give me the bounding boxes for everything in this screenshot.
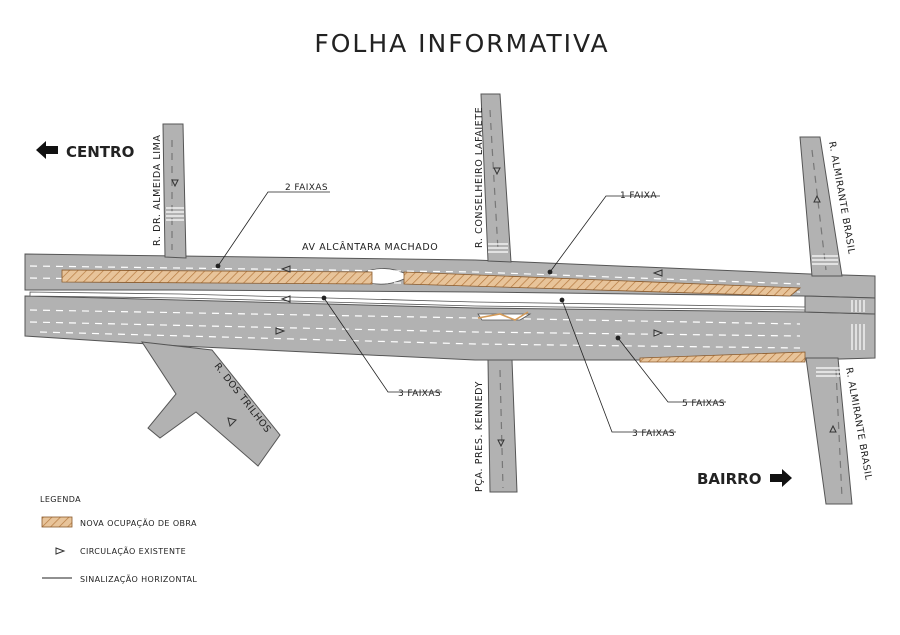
street-almeida-lima bbox=[162, 123, 187, 259]
direction-bairro-label: BAIRRO bbox=[697, 470, 761, 488]
work-zones bbox=[61, 269, 806, 363]
street-almirante-brasil-north bbox=[799, 136, 843, 277]
label-almeida-lima: R. DR. ALMEIDA LIMA bbox=[152, 134, 163, 246]
street-dos-trilhos bbox=[140, 341, 281, 467]
street-pca-kennedy bbox=[487, 359, 518, 493]
arrow-left-icon bbox=[36, 141, 58, 159]
work-zone-left bbox=[61, 269, 373, 285]
label-two-lanes: 2 FAIXAS bbox=[285, 183, 328, 193]
triangle-icon bbox=[829, 424, 837, 433]
direction-bairro: BAIRRO bbox=[697, 469, 792, 488]
page-title: FOLHA INFORMATIVA bbox=[314, 29, 609, 58]
label-conselheiro-lafaiete: R. CONSELHEIRO LAFAIETE bbox=[474, 107, 485, 248]
legend-hatch-swatch bbox=[41, 516, 73, 528]
legend: LEGENDA NOVA OCUPAÇÃO DE OBRA CIRCULAÇÃO… bbox=[40, 495, 197, 584]
arrow-right-icon bbox=[770, 469, 792, 487]
street-conselheiro-lafaiete bbox=[480, 93, 512, 263]
direction-centro: CENTRO bbox=[36, 141, 134, 161]
legend-item-work-zone: NOVA OCUPAÇÃO DE OBRA bbox=[80, 518, 197, 528]
triangle-icon bbox=[227, 417, 237, 427]
label-pca-kennedy: PÇA. PRES. KENNEDY bbox=[474, 381, 485, 492]
triangle-icon bbox=[493, 167, 501, 176]
label-three-lanes-left: 3 FAIXAS bbox=[398, 389, 441, 399]
medians bbox=[29, 268, 806, 321]
triangle-icon bbox=[497, 439, 505, 448]
direction-centro-label: CENTRO bbox=[66, 143, 134, 161]
work-zone-right bbox=[403, 271, 802, 297]
label-three-lanes-right: 3 FAIXAS bbox=[632, 429, 675, 439]
triangle-icon bbox=[55, 547, 66, 555]
main-avenue-south bbox=[24, 295, 876, 361]
triangle-icon bbox=[813, 194, 821, 203]
triangle-icon bbox=[275, 327, 286, 335]
label-main-avenue: AV ALCÂNTARA MACHADO bbox=[302, 241, 438, 253]
legend-item-circulation: CIRCULAÇÃO EXISTENTE bbox=[80, 546, 186, 556]
triangle-icon bbox=[653, 329, 664, 337]
legend-title: LEGENDA bbox=[40, 495, 81, 504]
label-one-lane: 1 FAIXA bbox=[620, 191, 657, 201]
circulation-arrows bbox=[171, 167, 837, 448]
leader-lines bbox=[215, 191, 726, 433]
triangle-icon bbox=[652, 269, 663, 277]
triangle-icon bbox=[280, 265, 291, 273]
work-zone-crossing bbox=[477, 311, 529, 321]
triangle-icon bbox=[171, 179, 179, 188]
legend-item-marking: SINALIZAÇÃO HORIZONTAL bbox=[80, 574, 197, 584]
label-five-lanes: 5 FAIXAS bbox=[682, 399, 725, 409]
median-main bbox=[29, 291, 806, 311]
triangle-icon bbox=[280, 295, 291, 303]
work-zone-south bbox=[639, 351, 806, 363]
crosswalks bbox=[166, 207, 865, 377]
